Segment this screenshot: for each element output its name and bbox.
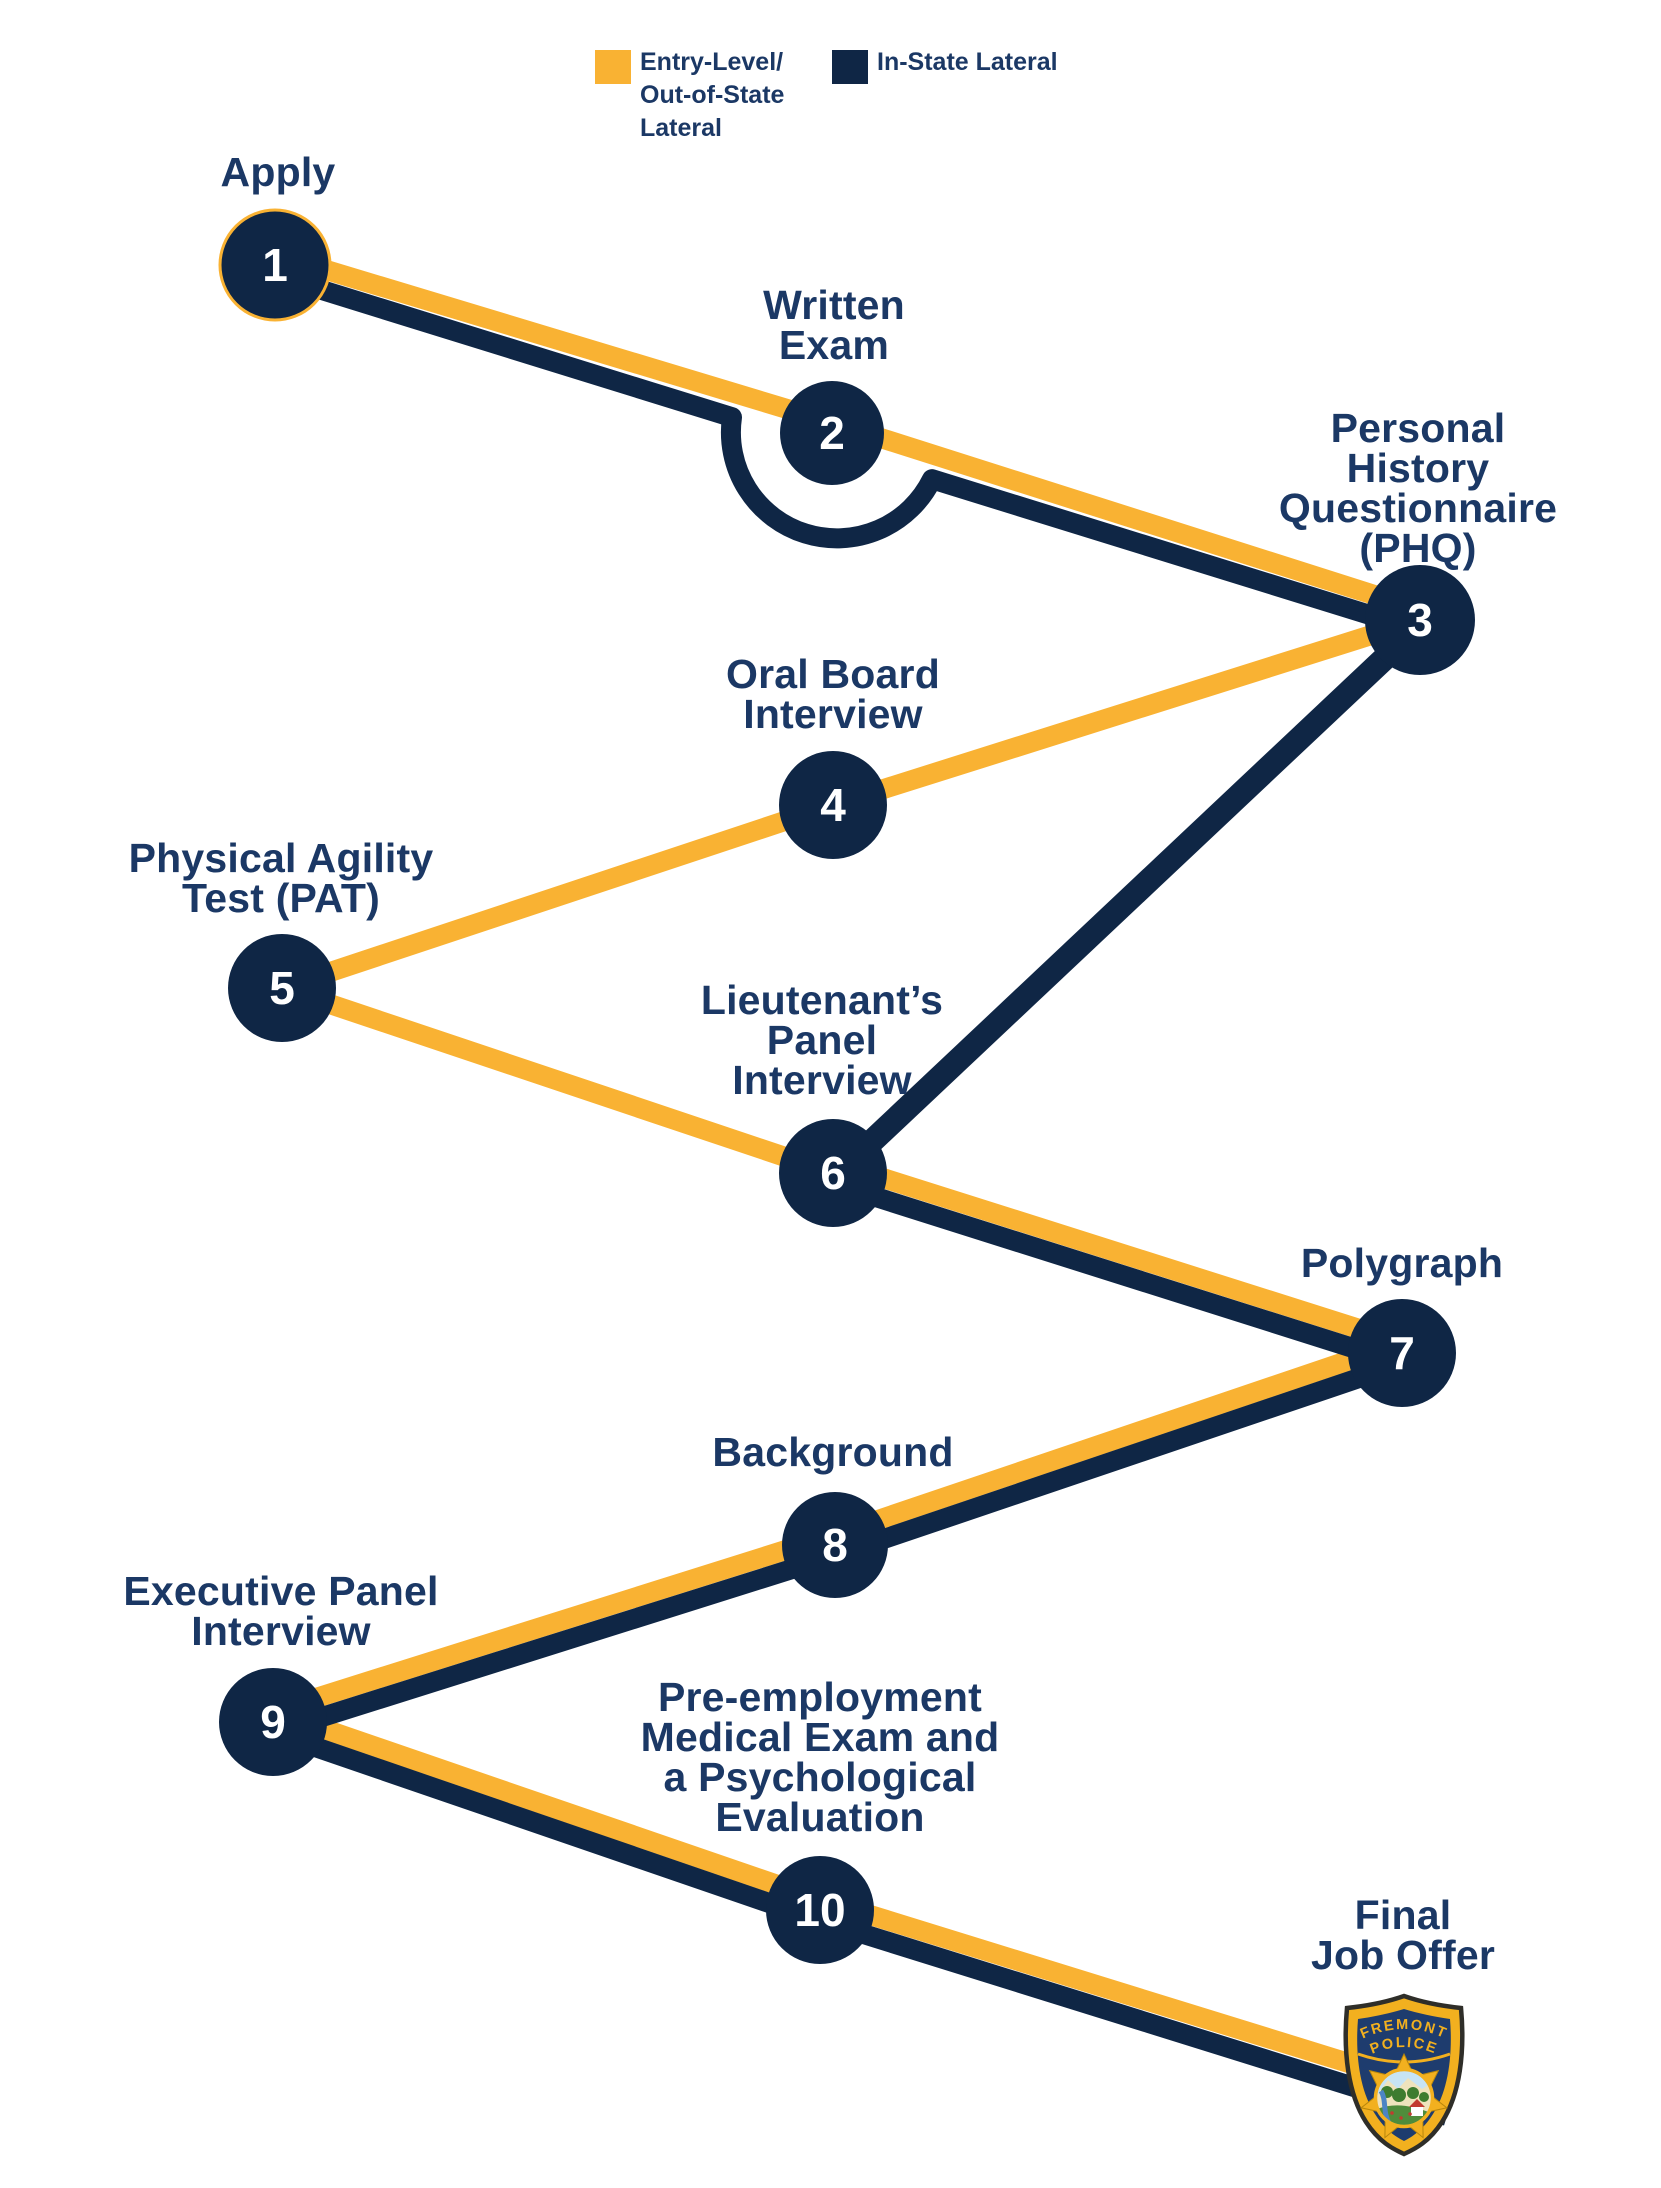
- node-circle-7: [1348, 1299, 1456, 1407]
- step-number-7: 7: [1389, 1327, 1415, 1379]
- step-label-polygraph: Polygraph: [1300, 1240, 1504, 1286]
- step-label-pat: Physical Agility Test (PAT): [128, 835, 434, 921]
- step-number-4: 4: [820, 779, 846, 831]
- step-number-5: 5: [269, 962, 295, 1014]
- step-label-written-exam: Written Exam: [763, 282, 905, 368]
- step-label-phq: Personal History Questionnaire (PHQ): [1278, 405, 1558, 571]
- step-label-background: Background: [712, 1429, 954, 1475]
- step-number-10: 10: [794, 1884, 846, 1936]
- node-circle-6: [779, 1119, 887, 1227]
- badge-seal-scene: [1377, 2078, 1431, 2125]
- node-circle-10: [766, 1856, 874, 1964]
- seal-berry: [1399, 2116, 1403, 2120]
- node-circle-5: [228, 934, 336, 1042]
- step-number-2: 2: [819, 407, 845, 459]
- node-circle-8: [782, 1492, 888, 1598]
- badge-text-police-path: POLICE: [1368, 2035, 1438, 2058]
- seal-tree: [1392, 2088, 1406, 2102]
- badge-seal-ring: [1373, 2067, 1435, 2129]
- in-state-path-lower: [263, 1173, 1450, 2126]
- seal-berry: [1408, 2112, 1412, 2116]
- badge-text-police: POLICE: [1368, 2035, 1440, 2058]
- step-label-lieutenants-panel: Lieutenant’s Panel Interview: [700, 977, 944, 1103]
- in-state-lateral-legend-label: In-State Lateral: [877, 48, 1058, 76]
- in-state-lateral-swatch: [832, 50, 868, 84]
- seal-tree: [1407, 2087, 1419, 2099]
- step-label-apply: Apply: [220, 149, 336, 195]
- step-number-1: 1: [262, 239, 288, 291]
- fremont-police-badge: FREMONT POLICE: [1343, 1993, 1465, 2157]
- step-label-executive-panel: Executive Panel Interview: [123, 1568, 439, 1654]
- in-state-path-skip-written-exam: [272, 265, 1423, 641]
- step-number-9: 9: [260, 1696, 286, 1748]
- seal-house-roof: [1409, 2099, 1425, 2107]
- node-circle-1: [218, 208, 332, 322]
- step-number-8: 8: [822, 1519, 848, 1571]
- seal-tree: [1419, 2092, 1429, 2102]
- node-circle-2: [780, 381, 884, 485]
- node-circle-9: [219, 1668, 327, 1776]
- seal-berry: [1390, 2111, 1394, 2115]
- node-circle-3: [1365, 565, 1475, 675]
- seal-house: [1411, 2107, 1423, 2116]
- step-number-3: 3: [1407, 594, 1433, 646]
- step-label-pre-employment: Pre-employment Medical Exam and a Psycho…: [640, 1674, 1000, 1840]
- node-circle-4: [779, 751, 887, 859]
- step-label-final-job-offer: Final Job Offer: [1310, 1892, 1496, 1978]
- entry-level-swatch: [595, 50, 631, 84]
- step-label-oral-board: Oral Board Interview: [726, 651, 940, 737]
- entry-level-legend-label: Entry-Level/ Out-of-State Lateral: [640, 48, 785, 142]
- step-number-6: 6: [820, 1147, 846, 1199]
- in-state-path-shortcut-3-to-6: [824, 616, 1429, 1187]
